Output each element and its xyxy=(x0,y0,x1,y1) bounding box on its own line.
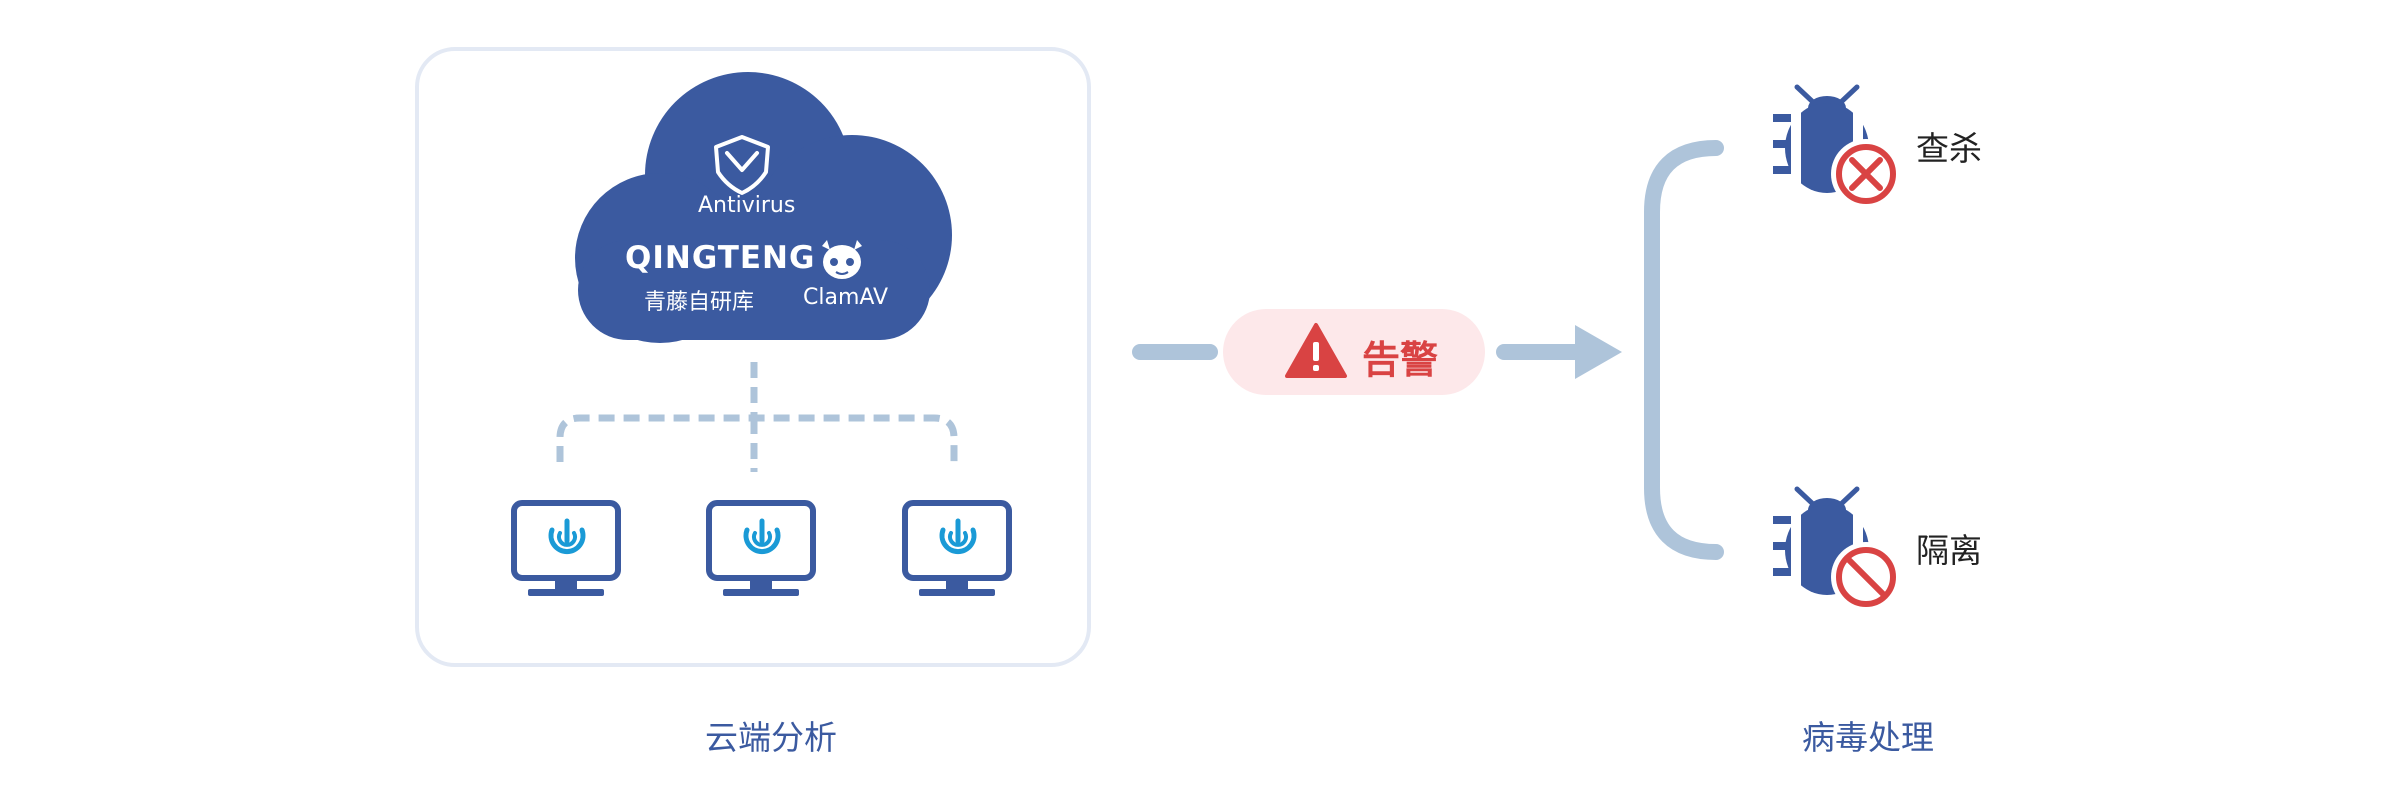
antivirus-label: Antivirus xyxy=(698,193,796,218)
ban-circle-icon xyxy=(1831,542,1901,612)
tree-connector xyxy=(556,362,958,472)
cloud-shape xyxy=(575,72,952,343)
quarantine-label: 隔离 xyxy=(1916,531,1982,570)
kill-label: 查杀 xyxy=(1916,129,1982,168)
alert-label: 告警 xyxy=(1362,338,1439,382)
arrow-right-icon xyxy=(1496,325,1622,379)
warning-triangle-icon xyxy=(1285,323,1347,378)
alert-badge xyxy=(1223,309,1485,395)
monitor-icon-2 xyxy=(706,500,816,596)
cloud-analysis-panel xyxy=(415,47,1091,667)
monitor-icon-1 xyxy=(511,500,621,596)
brand-logo-text: QINGTENG xyxy=(625,240,816,276)
x-circle-icon xyxy=(1831,139,1901,209)
caption-cloud-analysis: 云端分析 xyxy=(705,718,837,757)
clamav-label: ClamAV xyxy=(803,285,889,310)
caption-virus-handling: 病毒处理 xyxy=(1802,718,1934,757)
clamav-mascot-icon xyxy=(822,240,862,279)
branch-bracket xyxy=(1644,140,1724,560)
shield-check-icon xyxy=(714,135,770,195)
library-label: 青藤自研库 xyxy=(644,290,755,315)
monitor-icon-3 xyxy=(902,500,1012,596)
